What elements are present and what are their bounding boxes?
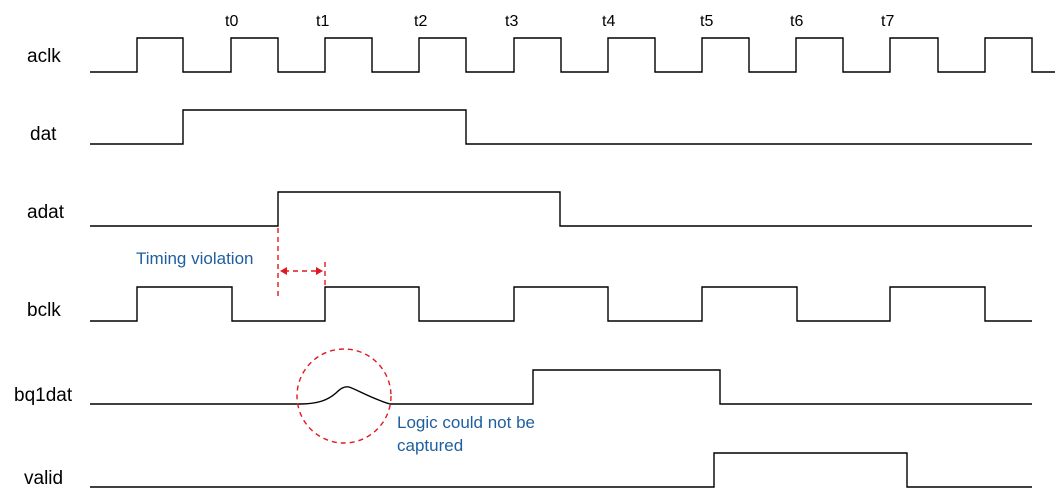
capture-note-line1: Logic could not be	[397, 413, 535, 432]
signal-label-valid: valid	[24, 468, 63, 489]
violation-arrow-left-icon	[280, 267, 287, 275]
capture-note-line2: captured	[397, 436, 463, 455]
timing-violation-note: Timing violation	[136, 249, 253, 268]
capture-failure-circle	[296, 348, 392, 444]
signal-label-bq1dat: bq1dat	[14, 385, 73, 406]
signal-label-adat: adat	[27, 202, 65, 223]
signal-label-dat: dat	[30, 124, 57, 145]
time-marker-t2: t2	[414, 13, 427, 30]
waveform-bclk	[90, 286, 1032, 322]
violation-arrow-right-icon	[316, 267, 323, 275]
signal-label-aclk: aclk	[27, 46, 61, 67]
waveform-aclk	[90, 37, 1055, 73]
time-marker-t3: t3	[505, 13, 518, 30]
time-marker-t7: t7	[881, 13, 894, 30]
waveform-adat	[90, 191, 1032, 227]
waveform-bq1dat	[90, 369, 1032, 405]
time-marker-t6: t6	[790, 13, 803, 30]
waveform-dat	[90, 109, 1032, 145]
time-marker-t1: t1	[316, 13, 329, 30]
time-marker-t0: t0	[225, 13, 238, 30]
signal-label-bclk: bclk	[27, 300, 61, 321]
time-marker-t4: t4	[602, 13, 615, 30]
time-marker-t5: t5	[700, 13, 713, 30]
waveform-valid	[90, 452, 1032, 488]
